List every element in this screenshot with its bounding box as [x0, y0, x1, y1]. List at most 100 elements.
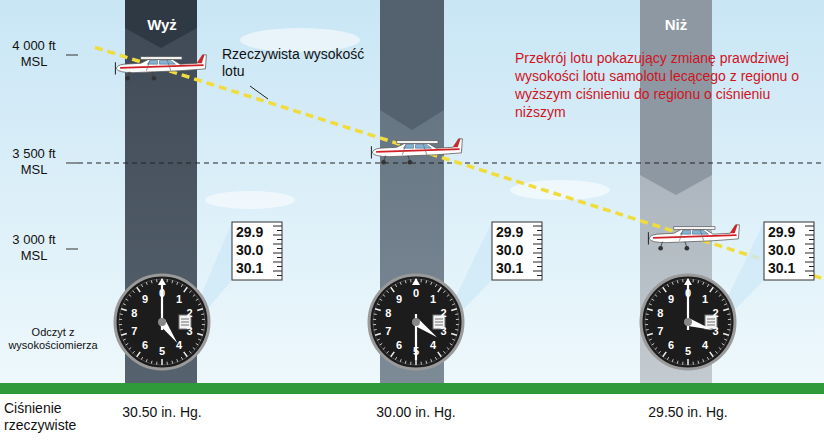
dial-tick: [645, 324, 648, 325]
scale-tick: [537, 248, 542, 249]
dial-number: 4: [702, 340, 708, 351]
cloud: [205, 191, 295, 209]
dial-tick: [387, 291, 389, 293]
dial-tick: [667, 284, 668, 287]
dial-tick: [647, 333, 653, 335]
dial-tick: [410, 362, 411, 365]
true-altitude-line: [95, 47, 824, 279]
scale-tick: [273, 271, 282, 272]
dial-tick: [391, 287, 395, 292]
altimeter-dial: [119, 279, 205, 365]
dial-number: 3: [713, 325, 719, 336]
scale-tick: [273, 235, 282, 236]
dial-tick: [435, 284, 436, 287]
dial-tick: [177, 282, 178, 285]
dial-tick: [682, 362, 683, 365]
altimeter-setting: 30.1: [496, 261, 523, 275]
dial-number: 2: [713, 308, 719, 319]
scale-tick: [533, 235, 542, 236]
dial-tick: [375, 309, 381, 311]
dial-tick: [655, 295, 657, 297]
dial-tick: [126, 343, 129, 345]
scale-tick: [805, 271, 814, 272]
dial-tick: [171, 280, 173, 283]
dial-tick: [151, 280, 153, 283]
dial-tick: [373, 324, 376, 325]
dial-number: 7: [131, 325, 137, 336]
setting-window-zoom: [232, 222, 282, 280]
altimeter-dial: [115, 275, 209, 369]
dial-tick: [649, 304, 652, 305]
dial-tick: [715, 351, 717, 353]
dial-tick: [672, 359, 673, 362]
dial-number: 8: [657, 308, 663, 319]
dial-tick: [647, 309, 653, 311]
dial-tick: [645, 319, 648, 320]
scale-tick: [277, 275, 282, 276]
dial-tick: [421, 362, 422, 365]
airplane: [371, 139, 462, 165]
altimeter-setting: 30.0: [496, 243, 523, 257]
scale-tick: [533, 253, 542, 254]
altimeter-setting: 29.9: [236, 225, 263, 239]
dial-tick: [435, 357, 436, 360]
dial-tick: [431, 282, 432, 285]
dial-tick: [167, 279, 168, 282]
note: Przekrój lotu pokazujący zmianę prawdziw…: [515, 50, 811, 122]
scale-tick: [273, 244, 282, 245]
dial-tick: [137, 352, 141, 357]
dial-tick: [425, 361, 427, 364]
altitude-label: 4 000 ft MSL: [3, 38, 65, 69]
dial-tick: [655, 347, 657, 349]
dial-tick: [383, 347, 385, 349]
dial-tick: [672, 282, 673, 285]
altitude-tick: [66, 55, 78, 249]
dial-tick: [728, 319, 731, 320]
dial-tick: [410, 279, 411, 282]
scale-tick: [805, 226, 814, 227]
dial-tick: [171, 361, 173, 364]
dial-tick: [703, 282, 704, 285]
dial-tick: [202, 319, 205, 320]
reference-altitude-line: [78, 162, 824, 163]
dial-tick: [129, 295, 131, 297]
dial-tick: [727, 313, 730, 315]
altimeter: [115, 222, 282, 369]
dial-tick: [202, 324, 205, 325]
dial-tick: [719, 295, 721, 297]
dial-tick: [707, 357, 708, 360]
dial-tick: [719, 347, 721, 349]
dial-number: 1: [176, 293, 182, 304]
dial-tick: [123, 339, 126, 340]
dial-number: 5: [685, 346, 691, 357]
dial-tick: [196, 343, 199, 345]
cloud: [510, 180, 610, 200]
scale-tick: [537, 266, 542, 267]
dial-tick: [659, 291, 661, 293]
altimeter-setting: 29.9: [496, 225, 523, 239]
altimeter-hub: [684, 318, 692, 326]
dial-tick: [693, 279, 694, 282]
altimeter-setting: 30.1: [236, 261, 263, 275]
dial-number: 0: [685, 288, 691, 299]
airplane: [648, 225, 739, 251]
altimeter-dial: [373, 279, 459, 365]
dial-tick: [198, 339, 201, 340]
dial-tick: [184, 287, 188, 292]
dial-tick: [447, 347, 449, 349]
dial-tick: [373, 319, 376, 320]
line-label: Rzeczywista wysokość lotu: [222, 46, 374, 80]
dial-tick: [455, 329, 458, 331]
dial-number: 0: [413, 288, 419, 299]
dial-tick: [451, 309, 457, 311]
dial-tick: [727, 329, 730, 331]
dial-tick: [693, 362, 694, 365]
scale-tick: [805, 244, 814, 245]
kollsman-window: [435, 319, 443, 325]
dial-tick: [120, 313, 123, 315]
scale-tick: [277, 257, 282, 258]
dial-tick: [189, 291, 191, 293]
dial-tick: [197, 333, 203, 335]
altimeter-dial: [645, 279, 731, 365]
dial-tick: [443, 291, 445, 293]
